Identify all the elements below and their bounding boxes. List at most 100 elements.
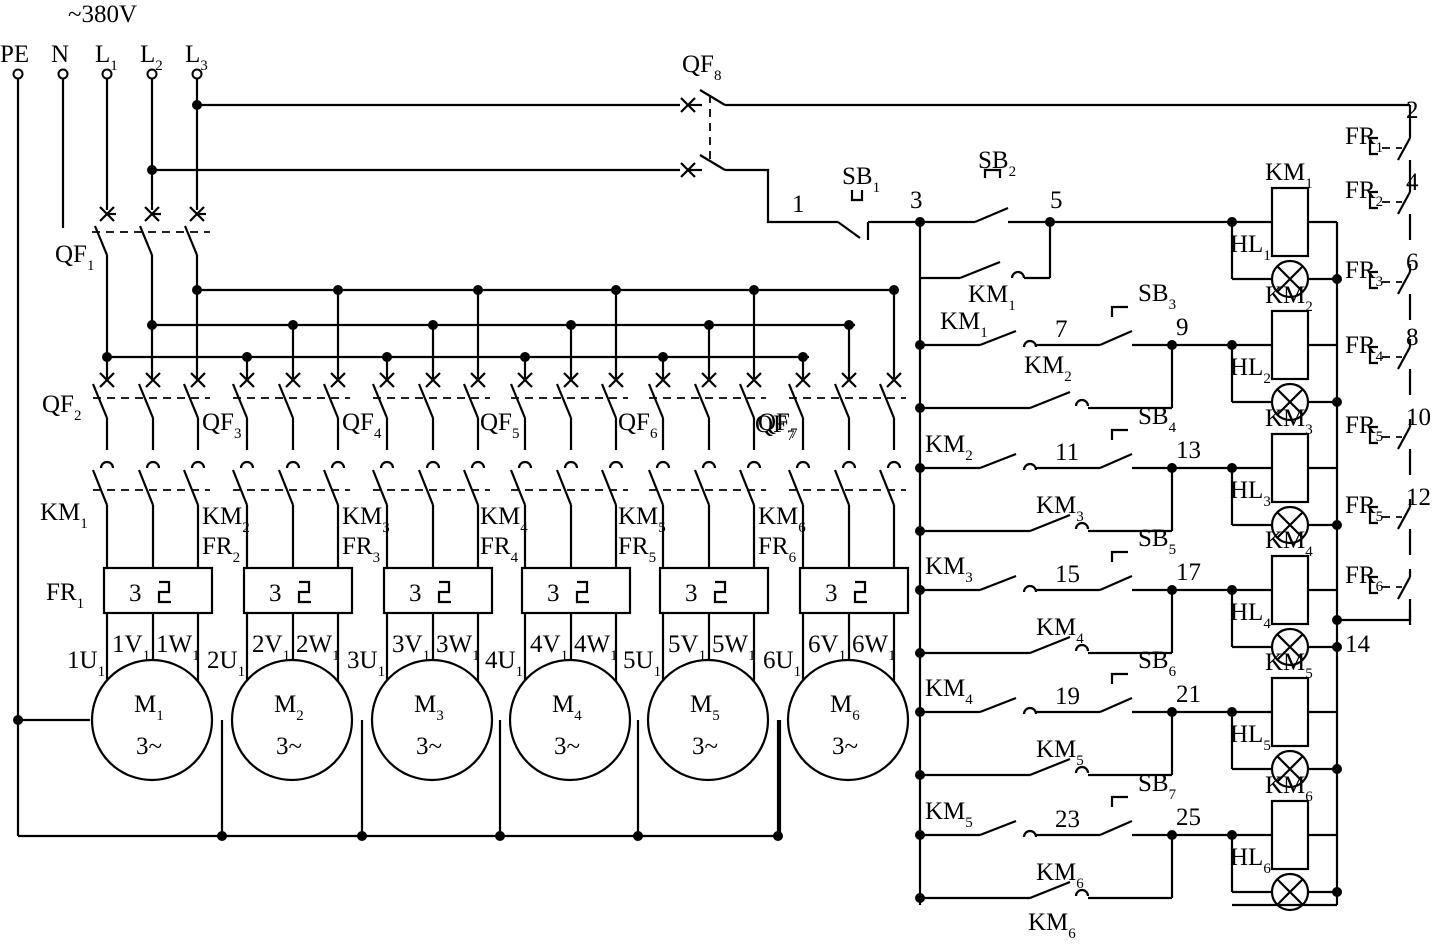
label-subscript: 4 (1169, 420, 1177, 436)
arc-quench-mark (425, 460, 441, 469)
label-main: 1W (156, 631, 193, 658)
wire (1397, 426, 1411, 450)
label-main: KM (1028, 909, 1068, 936)
wire (555, 469, 573, 506)
label-main: 1U (67, 647, 98, 674)
node-label: 25 (1176, 804, 1201, 831)
node-label: 23 (1055, 806, 1080, 833)
label-main: QF (342, 409, 374, 436)
junction-dot (428, 320, 438, 330)
wire (509, 469, 527, 506)
contactor-label: KM5 (618, 503, 666, 536)
wire (647, 383, 665, 419)
arc-quench-mark (563, 460, 579, 469)
arc-quench-mark (1022, 706, 1038, 715)
arc-quench-mark (886, 460, 902, 469)
wire (462, 383, 480, 419)
label-subscript: 4 (511, 550, 519, 566)
terminal-PE: PE (0, 41, 29, 68)
label-subscript: 3 (1169, 297, 1177, 313)
label-subscript: 1 (192, 648, 200, 664)
label-main: L (140, 41, 155, 68)
wire (509, 383, 527, 419)
relay-contact-label: FR5 (1345, 492, 1383, 525)
breaker-cross (517, 372, 533, 388)
wire (93, 225, 109, 256)
motor-label-M1: M1 (134, 691, 164, 724)
coil-label: KM5 (1265, 649, 1313, 682)
label-subscript: 1 (516, 664, 524, 680)
wire (277, 383, 295, 419)
wire (1397, 191, 1411, 215)
terminal-N: N (51, 41, 69, 68)
label-subscript: 3 (200, 58, 208, 74)
label-subscript: 3 (1076, 509, 1084, 525)
arc-quench-mark (655, 460, 671, 469)
thermal-relay-box (242, 566, 354, 615)
button-label: SB6 (1138, 647, 1177, 680)
lamp-cross (1276, 878, 1304, 906)
junction-dot (520, 352, 530, 362)
label-subscript: 5 (1376, 509, 1384, 525)
wire (600, 469, 618, 506)
thermal-contact-symbol (1368, 575, 1378, 595)
label-main: HL (1230, 599, 1263, 626)
label-subscript: 6 (1376, 579, 1384, 595)
motor-label-M6: M6 (830, 691, 860, 724)
label-main: KM (1265, 159, 1305, 186)
terminal-label: 6U1 (763, 647, 801, 680)
label-main: SB (1138, 280, 1169, 307)
arc-quench-mark (517, 460, 533, 469)
contactor-label-KM1: KM1 (40, 499, 88, 532)
label-subscript: 2 (155, 58, 163, 74)
wire (371, 383, 389, 419)
terminal-label: 5U1 (623, 647, 661, 680)
node-1: 1 (792, 191, 805, 218)
arc-quench-mark (701, 460, 717, 469)
motor-M2 (230, 658, 354, 782)
label-subscript: 3 (965, 570, 973, 586)
wire (1029, 635, 1071, 655)
breaker-cross (563, 372, 579, 388)
label-subscript: 3 (1305, 422, 1313, 438)
return-14 (1337, 610, 1412, 622)
label-subscript: 2 (233, 550, 241, 566)
label-main: FR (202, 533, 233, 560)
terminal-label: 5V1 (668, 631, 706, 664)
label-subscript: 1 (143, 648, 151, 664)
label-main: KM (925, 675, 965, 702)
arc-quench-mark (841, 460, 857, 469)
contactor-label: KM2 (202, 503, 250, 536)
wire (417, 383, 435, 419)
label-subscript: 1 (423, 648, 431, 664)
wire (974, 206, 1009, 224)
pushbutton-SB2 (983, 168, 1002, 178)
label-main: PE (0, 41, 29, 68)
breaker-label: QF2 (42, 391, 81, 424)
label-subscript: 3 (234, 426, 242, 442)
junction-dot (13, 715, 23, 725)
node-label: 19 (1055, 683, 1080, 710)
terminal-label: 3V1 (392, 631, 430, 664)
label-main: QF (480, 409, 512, 436)
wire (979, 329, 1017, 347)
junction-dot (704, 320, 714, 330)
wire (417, 469, 435, 506)
lamp-cross (1276, 755, 1304, 783)
label-main: FR (480, 533, 511, 560)
label-subscript: 1 (873, 180, 881, 196)
wire (979, 819, 1017, 837)
coil-KM1 (1270, 186, 1310, 258)
node-label: 10 (1406, 404, 1431, 431)
label-subscript: 1 (238, 664, 246, 680)
wire (277, 469, 295, 506)
terminal-label: 6W1 (852, 631, 896, 664)
wire (1397, 271, 1411, 295)
lamp-cross (1276, 633, 1304, 661)
wire (600, 383, 618, 419)
thermal-relay-box (798, 566, 910, 615)
coil-KM6 (1270, 799, 1310, 871)
breaker-cross (655, 372, 671, 388)
relay-contact-label: FR4 (1345, 332, 1384, 365)
